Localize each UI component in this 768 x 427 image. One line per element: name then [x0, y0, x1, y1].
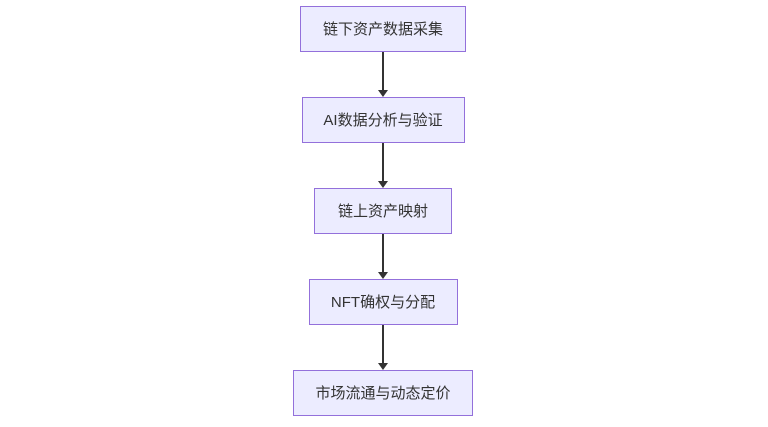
flow-node-label: 链上资产映射 — [337, 202, 428, 220]
arrowhead-icon — [378, 181, 388, 188]
flow-edge-A-B — [378, 52, 388, 97]
flow-edge-D-E — [378, 325, 388, 370]
flow-edge-C-D — [378, 234, 388, 279]
flow-node-label: NFT确权与分配 — [330, 293, 436, 311]
flow-node-label: 链下资产数据采集 — [322, 20, 443, 38]
flow-node-B: AI数据分析与验证 — [301, 97, 465, 143]
edge-line — [382, 234, 384, 273]
flow-node-A: 链下资产数据采集 — [300, 6, 466, 52]
flow-node-D: NFT确权与分配 — [308, 279, 458, 325]
flow-edge-B-C — [378, 143, 388, 188]
flow-node-C: 链上资产映射 — [314, 188, 452, 234]
edge-line — [382, 325, 384, 364]
flow-node-label: 市场流通与动态定价 — [315, 384, 451, 402]
flowchart-column: 链下资产数据采集 AI数据分析与验证链上资产映射 NFT确权与分配市场流通与动态定价 — [0, 6, 766, 416]
edge-line — [382, 143, 384, 182]
edge-line — [382, 52, 384, 91]
arrowhead-icon — [378, 363, 388, 370]
arrowhead-icon — [378, 272, 388, 279]
arrowhead-icon — [378, 90, 388, 97]
flow-node-E: 市场流通与动态定价 — [293, 370, 473, 416]
flow-node-label: AI数据分析与验证 — [323, 111, 443, 129]
